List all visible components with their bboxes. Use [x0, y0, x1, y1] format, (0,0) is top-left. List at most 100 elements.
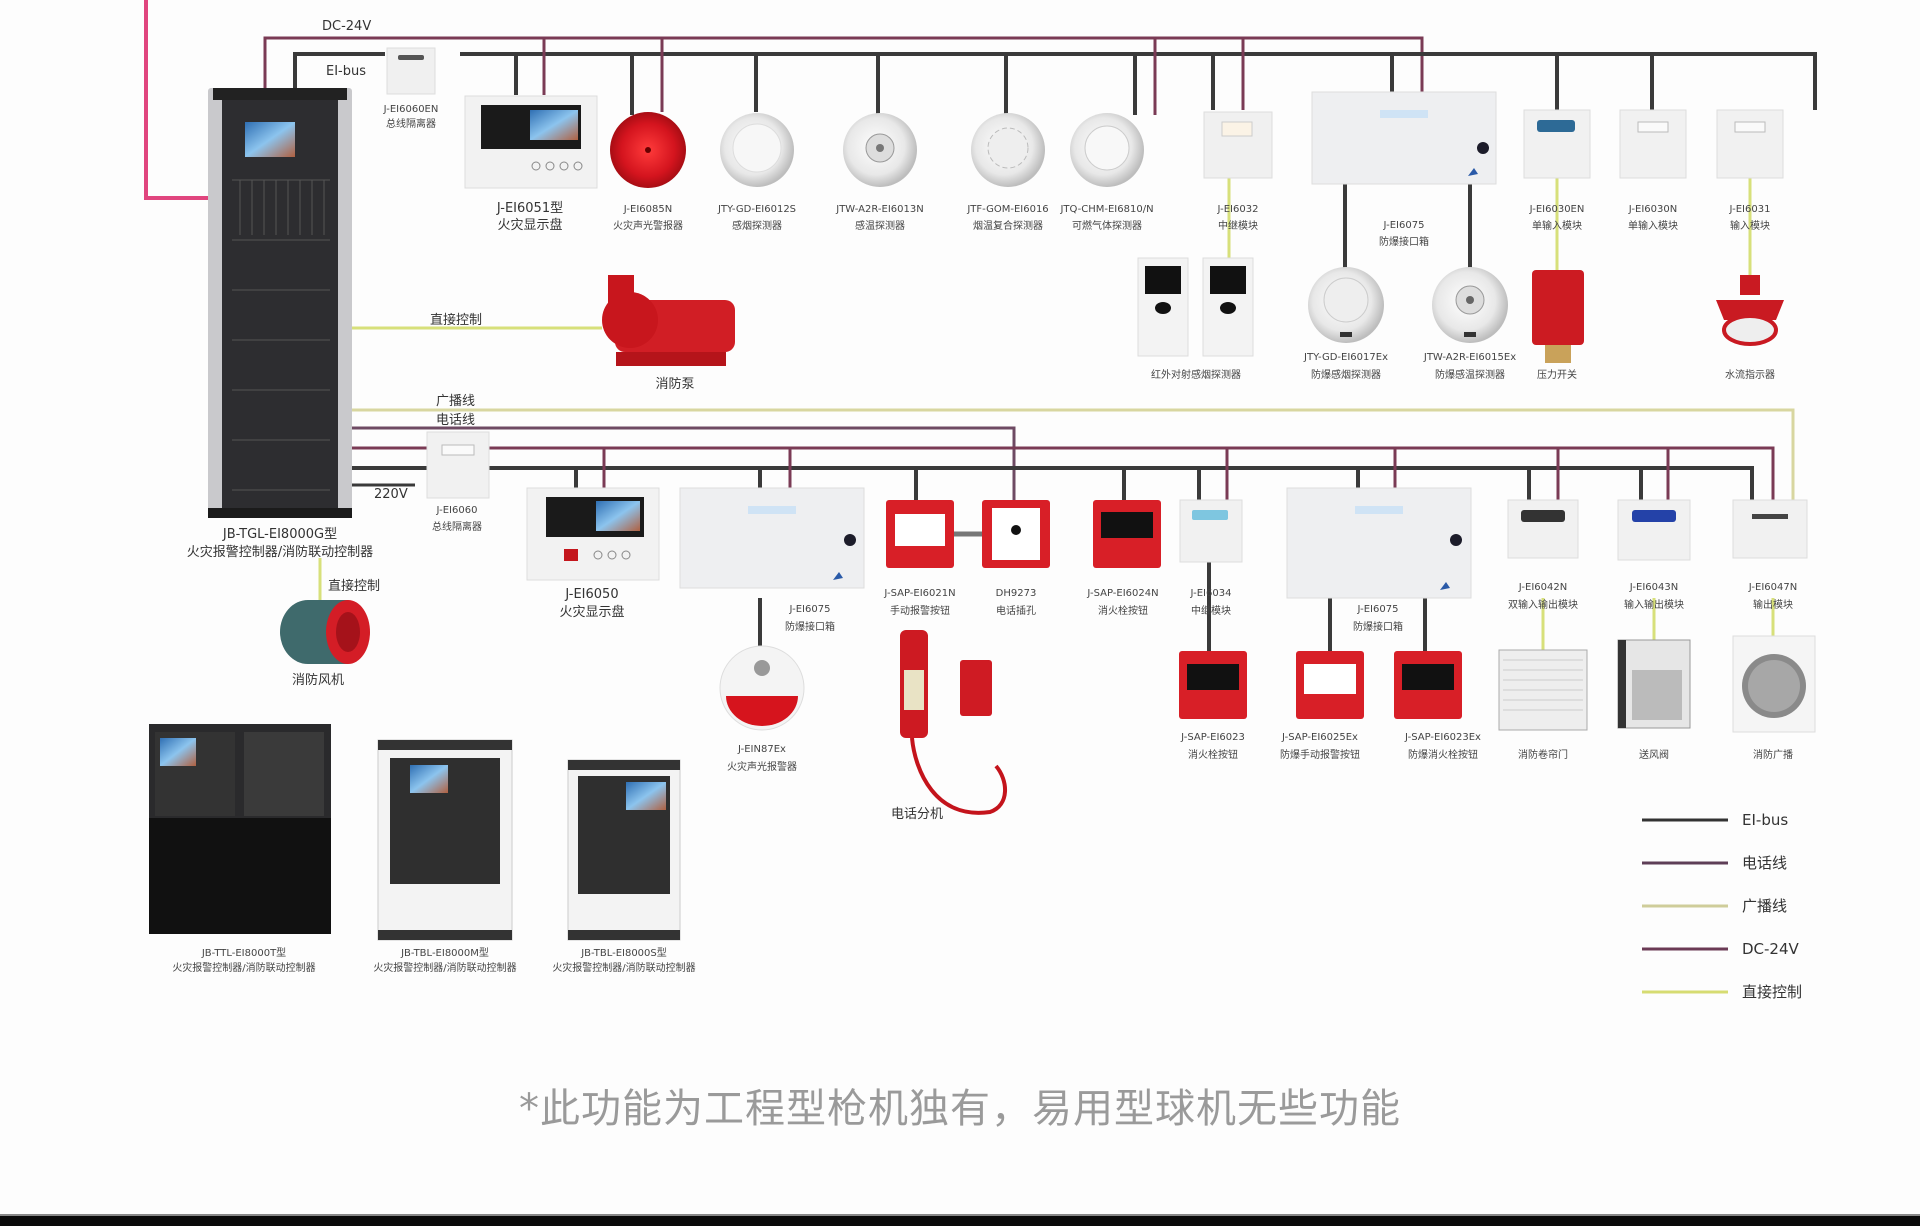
io-module-6042n[interactable]: [1507, 499, 1579, 559]
dc24v-top-bus: [263, 36, 1424, 95]
smoke-heat-detector-6016[interactable]: [971, 113, 1045, 187]
pressure-switch[interactable]: [1532, 270, 1584, 363]
device-model: JTW-A2R-EI6013N: [835, 204, 923, 215]
device-name: 压力开关: [1537, 368, 1577, 381]
device-name: 感温探测器: [855, 219, 905, 232]
device-name: 火灾显示盘: [559, 604, 624, 620]
dc24v-top-drops: [542, 38, 1245, 115]
fire-pump[interactable]: [602, 275, 735, 366]
ex-interface-box-lower-1[interactable]: [679, 487, 865, 589]
phone-line: [352, 426, 1016, 500]
wire-label-direct-control-fan: 直接控制: [328, 578, 380, 594]
controller-ttl-8000t[interactable]: [149, 724, 331, 934]
ex-interface-box-lower-2[interactable]: [1286, 487, 1472, 599]
water-flow-indicator[interactable]: [1716, 275, 1784, 346]
device-name: 单输入模块: [1532, 219, 1582, 232]
wires: [144, 0, 1817, 660]
device-model: J-EI6075: [1383, 220, 1425, 231]
device-name: 手动报警按钮: [890, 604, 950, 617]
sounder-strobe-6085n[interactable]: [610, 112, 686, 188]
device-model: DH9273: [996, 588, 1037, 599]
device-name: 电话分机: [891, 807, 943, 822]
device-name: 感烟探测器: [732, 219, 782, 232]
controller-tbl-8000s[interactable]: [567, 759, 681, 941]
supply-air-valve[interactable]: [1617, 639, 1691, 729]
device-name: 火灾报警控制器/消防联动控制器: [552, 961, 695, 974]
legend-label: DC-24V: [1742, 940, 1800, 958]
fire-display-panel-6051[interactable]: [464, 95, 598, 189]
legend-label: EI-bus: [1742, 811, 1788, 829]
controller-tbl-8000m[interactable]: [377, 739, 513, 941]
ex-smoke-detector-6017ex[interactable]: [1308, 267, 1384, 343]
telephone-jack-dh9273[interactable]: [982, 500, 1050, 568]
wire-label-220v: 220V: [374, 487, 408, 502]
device-name: 电话插孔: [996, 604, 1036, 617]
bottom-border: [0, 1214, 1920, 1226]
fire-display-panel-6050[interactable]: [526, 487, 660, 581]
bus-isolator-en[interactable]: [386, 47, 436, 95]
device-name: 防爆接口箱: [1353, 620, 1403, 633]
output-module-6047n[interactable]: [1732, 499, 1808, 559]
relay-module-6032[interactable]: [1203, 111, 1273, 179]
gas-detector-6810n[interactable]: [1070, 113, 1144, 187]
input-module-6030n[interactable]: [1619, 109, 1687, 179]
device-name: 输出模块: [1753, 598, 1793, 611]
smoke-detector-6012s[interactable]: [720, 113, 794, 187]
io-module-6043n[interactable]: [1617, 499, 1691, 561]
eibus-mid-bus: [352, 466, 1754, 505]
hydrant-button-6024n[interactable]: [1093, 500, 1161, 568]
input-module-6030en[interactable]: [1523, 109, 1591, 179]
legend-item: 广播线: [1642, 897, 1787, 915]
dc24v-mid-bus: [352, 446, 1775, 505]
device-model: J-SAP-EI6025Ex: [1281, 732, 1358, 743]
broadcast-line: [352, 408, 1795, 505]
device-name: 防爆接口箱: [785, 620, 835, 633]
device-model: J-EI6031: [1729, 204, 1771, 215]
device-name: 消防广播: [1753, 748, 1793, 761]
external-power-line: [144, 0, 208, 200]
device-name: 中继模块: [1191, 604, 1231, 617]
device-name: 红外对射感烟探测器: [1151, 368, 1241, 381]
manual-call-point-6021n[interactable]: [886, 500, 954, 568]
controller-screen: [245, 122, 295, 157]
relay-module-6034[interactable]: [1179, 499, 1243, 563]
device-model: JTW-A2R-EI6015Ex: [1423, 352, 1516, 363]
smoke-exhaust-fan[interactable]: [280, 600, 370, 664]
ex-manual-call-point-6025ex[interactable]: [1296, 651, 1364, 719]
device-model: J-SAP-EI6023Ex: [1404, 732, 1481, 743]
eibus-top-bus: [293, 52, 1817, 110]
ex-hydrant-button-6023ex[interactable]: [1394, 651, 1462, 719]
fire-broadcast-speaker[interactable]: [1732, 635, 1816, 733]
wire-label-dc24v: DC-24V: [322, 19, 371, 34]
input-module-6031[interactable]: [1716, 109, 1784, 179]
hydrant-button-6023[interactable]: [1179, 651, 1247, 719]
device-name: 水流指示器: [1725, 368, 1775, 381]
fire-shutter-door[interactable]: [1498, 649, 1588, 731]
main-controller-model: JB-TGL-EI8000G型: [222, 527, 337, 542]
device-name: 火灾声光报警器: [727, 760, 797, 773]
device-model: J-EI6075: [789, 604, 831, 615]
device-model: JTQ-CHM-EI6810/N: [1059, 204, 1153, 215]
device-name: 火灾声光警报器: [613, 219, 683, 232]
eibus-top-drops: [514, 54, 1654, 115]
telephone-handset[interactable]: [900, 630, 1008, 815]
bus-isolator-6060[interactable]: [426, 431, 490, 499]
ex-sounder-strobe-ein87ex[interactable]: [719, 645, 805, 731]
device-name: 输入输出模块: [1624, 598, 1684, 611]
device-name: 消火栓按钮: [1098, 604, 1148, 617]
main-controller-name: 火灾报警控制器/消防联动控制器: [187, 544, 373, 560]
device-model: JB-TBL-EI8000S型: [580, 946, 667, 959]
ex-interface-box-top[interactable]: [1311, 91, 1497, 185]
device-name: 中继模块: [1218, 219, 1258, 232]
legend-label: 电话线: [1742, 854, 1787, 872]
beam-smoke-detector-pair[interactable]: [1137, 257, 1254, 357]
device-model: J-EI6034: [1190, 588, 1232, 599]
device-name: 送风阀: [1639, 748, 1669, 761]
main-controller-cabinet[interactable]: [208, 88, 352, 518]
device-model: J-EI6075: [1357, 604, 1399, 615]
device-name: 输入模块: [1730, 219, 1770, 232]
legend-item: DC-24V: [1642, 940, 1800, 958]
device-name: 防爆接口箱: [1379, 235, 1429, 248]
ex-heat-detector-6015ex[interactable]: [1432, 267, 1508, 343]
heat-detector-6013n[interactable]: [843, 113, 917, 187]
